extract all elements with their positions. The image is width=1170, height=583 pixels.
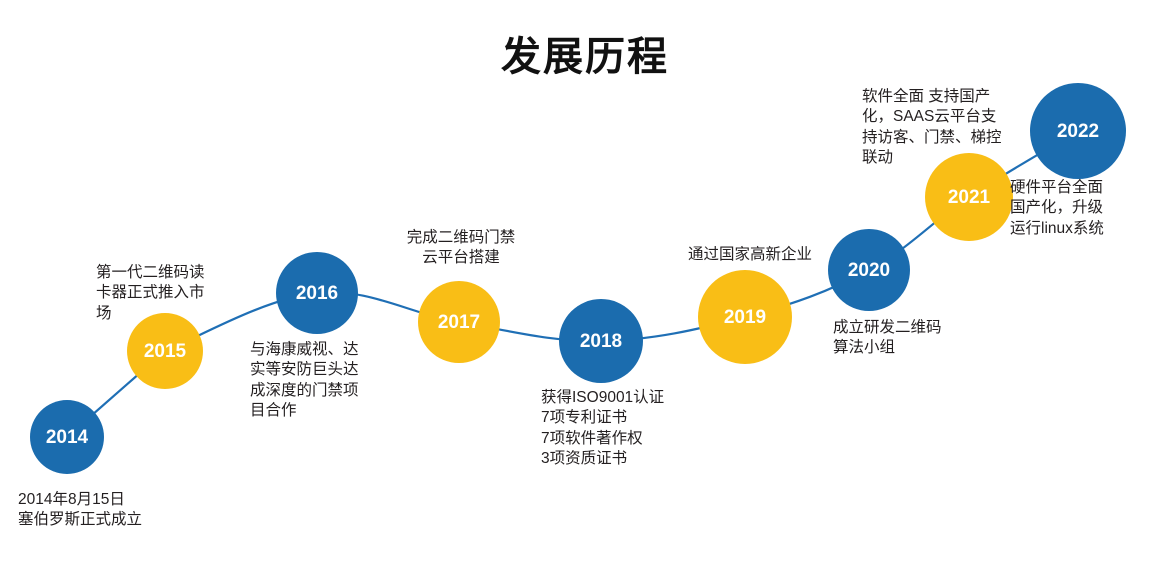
timeline-node-year-2019: 2019	[723, 306, 767, 328]
timeline-node-2022[interactable]: 2022	[1030, 83, 1126, 179]
timeline-label-2020: 成立研发二维码 算法小组	[833, 319, 942, 357]
timeline-node-2016[interactable]: 2016	[276, 252, 358, 334]
timeline-node-year-2016: 2016	[295, 282, 339, 304]
timeline-node-year-2014: 2014	[45, 426, 89, 448]
timeline-node-2014[interactable]: 2014	[30, 400, 104, 474]
timeline-node-year-2020: 2020	[847, 259, 891, 281]
timeline-label-2021: 软件全面 支持国产 化，SAAS云平台支 持访客、门禁、梯控 联动	[862, 88, 1002, 167]
timeline-label-2019: 通过国家高新企业	[687, 246, 812, 263]
page-title: 发展历程	[501, 35, 669, 79]
timeline-label-2014: 2014年8月15日 塞伯罗斯正式成立	[18, 491, 143, 529]
timeline-label-2018: 获得ISO9001认证 7项专利证书 7项软件著作权 3项资质证书	[541, 389, 665, 468]
timeline-node-year-2021: 2021	[947, 186, 991, 208]
timeline-node-2019[interactable]: 2019	[698, 270, 792, 364]
timeline-node-2020[interactable]: 2020	[828, 229, 910, 311]
timeline-label-2017: 完成二维码门禁 云平台搭建	[406, 229, 516, 267]
timeline-label-2022: 硬件平台全面 国产化，升级 运行linux系统	[1010, 179, 1104, 237]
timeline-node-year-2022: 2022	[1056, 120, 1100, 142]
timeline-node-2015[interactable]: 2015	[127, 313, 203, 389]
timeline-label-2015: 第一代二维码读 卡器正式推入市 场	[96, 264, 205, 322]
timeline-node-year-2017: 2017	[437, 311, 481, 333]
timeline-node-year-2015: 2015	[143, 340, 187, 362]
timeline-node-2018[interactable]: 2018	[559, 299, 643, 383]
timeline-node-year-2018: 2018	[579, 330, 623, 352]
timeline-node-2017[interactable]: 2017	[418, 281, 500, 363]
timeline-label-2016: 与海康威视、达 实等安防巨头达 成深度的门禁项 目合作	[250, 341, 359, 420]
